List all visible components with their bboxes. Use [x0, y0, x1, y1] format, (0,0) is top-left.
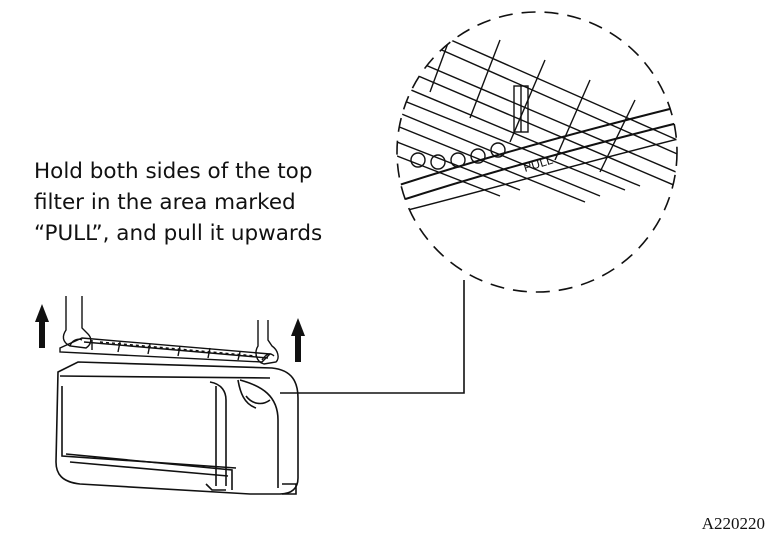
- top-filter: [59, 337, 272, 363]
- instruction-line-3: “PULL”, and pull it upwards: [34, 221, 323, 246]
- hand-icon: [255, 320, 279, 365]
- up-arrow-icon: [35, 304, 49, 348]
- zoom-detail: PULL: [396, 11, 678, 293]
- zoom-circle: [396, 11, 678, 293]
- pull-label: PULL: [522, 153, 555, 175]
- air-conditioner-unit: [55, 361, 299, 495]
- figure-code: A220220: [701, 514, 765, 533]
- up-arrow-icon: [291, 318, 305, 362]
- instruction-text: Hold both sides of the top filter in the…: [34, 156, 374, 249]
- leader-line: [280, 280, 465, 394]
- instruction-line-1: Hold both sides of the top: [34, 159, 313, 184]
- instruction-line-2: filter in the area marked: [34, 190, 296, 215]
- hand-icon: [62, 296, 92, 349]
